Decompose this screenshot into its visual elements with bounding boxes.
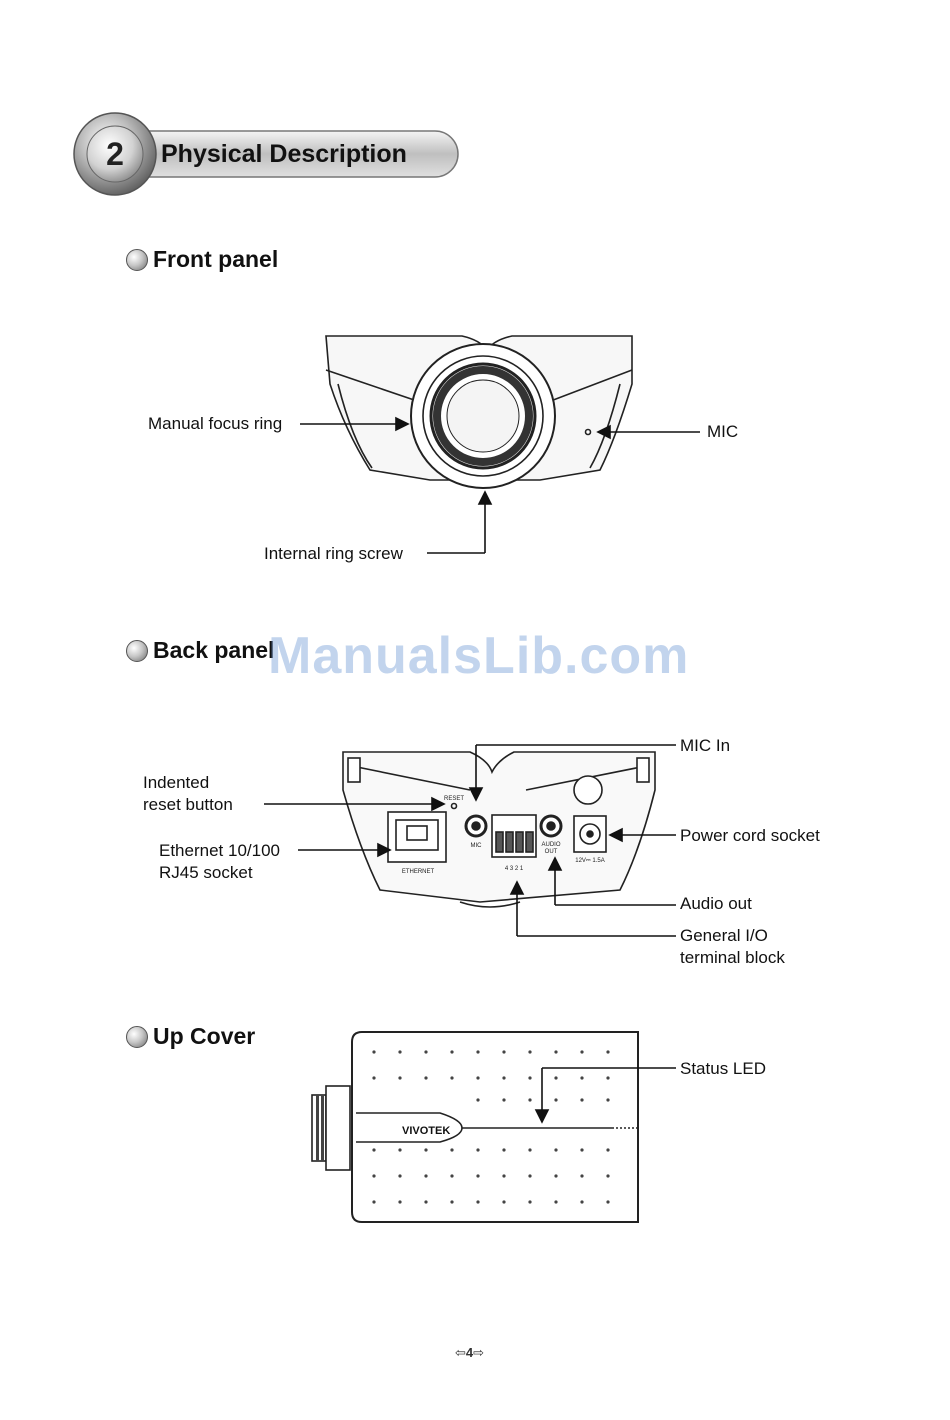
vent-dot	[372, 1200, 375, 1203]
vent-dot	[554, 1098, 557, 1101]
vent-dot	[424, 1200, 427, 1203]
vent-dot	[398, 1200, 401, 1203]
vent-dot	[606, 1148, 609, 1151]
vent-dot	[450, 1076, 453, 1079]
device-reset-text: RESET	[444, 796, 464, 802]
label-status-led: Status LED	[680, 1058, 766, 1080]
vent-dot	[580, 1098, 583, 1101]
vent-dot	[528, 1174, 531, 1177]
vent-dot	[554, 1148, 557, 1151]
vent-dot	[398, 1148, 401, 1151]
vent-dot	[476, 1076, 479, 1079]
vent-dot	[502, 1174, 505, 1177]
device-mic-text: MIC	[471, 843, 483, 849]
vent-dot	[372, 1148, 375, 1151]
vent-dot	[502, 1200, 505, 1203]
vent-dot	[450, 1148, 453, 1151]
vent-dot	[502, 1050, 505, 1053]
vent-dot	[424, 1148, 427, 1151]
front-panel-heading: Front panel	[126, 246, 278, 273]
label-power-cord-socket: Power cord socket	[680, 825, 820, 847]
vent-dot	[606, 1174, 609, 1177]
vent-dot	[372, 1076, 375, 1079]
vent-dot	[398, 1050, 401, 1053]
vent-dot	[606, 1200, 609, 1203]
vent-dot	[528, 1098, 531, 1101]
vent-dot	[502, 1148, 505, 1151]
vent-dot	[528, 1148, 531, 1151]
device-power-rating-text: 12V⎓ 1.5A	[575, 858, 604, 864]
vent-dot	[398, 1076, 401, 1079]
chapter-title: Physical Description	[161, 140, 407, 169]
vent-dot	[424, 1174, 427, 1177]
vent-dot	[580, 1200, 583, 1203]
vent-dot	[450, 1200, 453, 1203]
brand-logo-text: VIVOTEK	[402, 1125, 450, 1137]
vent-dot	[372, 1050, 375, 1053]
back-panel-heading: Back panel	[126, 637, 274, 664]
vent-dot	[450, 1050, 453, 1053]
watermark: ManualsLib.com	[268, 626, 689, 686]
up-cover-heading: Up Cover	[126, 1023, 255, 1050]
vent-dot	[580, 1148, 583, 1151]
vent-dot	[424, 1076, 427, 1079]
label-ethernet-2: RJ45 socket	[159, 862, 253, 884]
device-audio-text: AUDIO	[541, 842, 560, 848]
front-panel-title: Front panel	[153, 246, 278, 273]
vent-dot	[580, 1050, 583, 1053]
vent-dot	[554, 1200, 557, 1203]
label-mic-in: MIC In	[680, 735, 730, 757]
device-out-text: OUT	[545, 849, 558, 855]
back-panel-title: Back panel	[153, 637, 274, 664]
section-bullet-icon	[126, 640, 148, 662]
label-ethernet-1: Ethernet 10/100	[159, 840, 280, 862]
label-general-io-1: General I/O	[680, 925, 768, 947]
vent-dot	[476, 1050, 479, 1053]
vent-dot	[372, 1174, 375, 1177]
vent-dot	[476, 1148, 479, 1151]
page-number: ⇦4⇨	[455, 1345, 484, 1361]
label-internal-ring-screw: Internal ring screw	[264, 543, 403, 565]
vent-dot	[528, 1076, 531, 1079]
section-bullet-icon	[126, 1026, 148, 1048]
vent-dot	[502, 1098, 505, 1101]
label-indented-reset-1: Indented	[143, 772, 209, 794]
device-ethernet-text: ETHERNET	[402, 869, 435, 875]
vent-dot	[554, 1174, 557, 1177]
vent-dot	[398, 1174, 401, 1177]
vent-dot	[476, 1200, 479, 1203]
label-mic: MIC	[707, 421, 738, 443]
vent-dot	[476, 1098, 479, 1101]
label-audio-out: Audio out	[680, 893, 752, 915]
section-bullet-icon	[126, 249, 148, 271]
vent-dot	[450, 1174, 453, 1177]
vent-dot	[476, 1174, 479, 1177]
label-manual-focus-ring: Manual focus ring	[148, 413, 282, 435]
vent-dot	[606, 1050, 609, 1053]
vent-dot	[528, 1050, 531, 1053]
cover-vent-dots	[372, 1050, 609, 1203]
vent-dot	[554, 1050, 557, 1053]
vent-dot	[606, 1098, 609, 1101]
page-number-left-icon: ⇦	[455, 1345, 466, 1360]
chapter-number: 2	[101, 136, 129, 173]
vent-dot	[580, 1076, 583, 1079]
vent-dot	[424, 1050, 427, 1053]
vent-dot	[528, 1200, 531, 1203]
vent-dot	[606, 1076, 609, 1079]
page-number-right-icon: ⇨	[473, 1345, 484, 1360]
device-pins-text: 4 3 2 1	[505, 866, 524, 872]
vent-dot	[502, 1076, 505, 1079]
label-general-io-2: terminal block	[680, 947, 785, 969]
vent-dot	[554, 1076, 557, 1079]
vent-dot	[580, 1174, 583, 1177]
label-indented-reset-2: reset button	[143, 794, 233, 816]
up-cover-title: Up Cover	[153, 1023, 255, 1050]
